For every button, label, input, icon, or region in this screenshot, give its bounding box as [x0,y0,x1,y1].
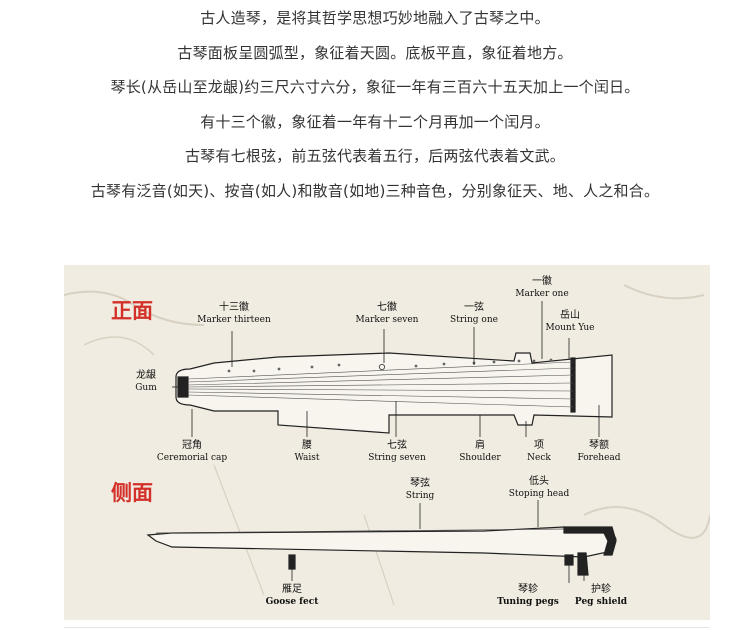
intro-line-6: 古琴有泛音(如天)、按音(如人)和散音(如地)三种音色，分别象征天、地、人之和合… [90,182,660,200]
guqin-diagram [64,284,710,606]
gum-end [177,376,189,398]
front-markers [227,358,553,373]
peg-shield [577,552,589,576]
guqin-side-body [146,526,617,558]
guqin-side-view [146,526,617,576]
label-string-seven: 七弦 String seven [368,440,426,463]
label-marker-thirteen: 十三徽 Marker thirteen [197,302,271,325]
side-string [155,528,565,534]
intro-line-1: 古人造琴，是将其哲学思想巧妙地融入了古琴之中。 [200,9,550,27]
background-painting [64,284,710,606]
label-peg-shield: 护轸 Peg shield [574,584,628,607]
label-string-one: 一弦 String one [450,302,498,325]
front-strings [187,361,574,408]
intro-line-3: 琴长(从岳山至龙龈)约三尺六寸六分，象征一年有三百六十五天加上一个闰日。 [110,78,640,96]
label-tuning-pegs: 琴轸 Tuning pegs [497,584,559,607]
label-neck: 项 Neck [527,440,551,463]
label-gum: 龙龈 Gum [135,370,157,393]
side-leader-lines [291,500,585,583]
front-view-title: 正面 [111,299,153,323]
stoping-head [563,526,617,556]
label-goose-feet: 雁足 Goose fect [265,584,319,607]
guqin-diagram-panel: 正面 侧面 十三徽 Marker thirteen 七徽 Marker seve… [64,265,710,620]
label-marker-seven: 七徽 Marker seven [355,302,419,325]
label-stoping-head: 低头 Stoping head [508,476,570,499]
label-shoulder: 肩 Shoulder [459,440,501,463]
label-string: 琴弦 String [405,478,435,501]
intro-line-2: 古琴面板呈圆弧型，象征着天圆。底板平直，象征着地方。 [177,44,573,62]
label-forehead: 琴额 Forehead [577,440,621,463]
label-ceremorial-cap: 冠角 Ceremorial cap [156,440,228,463]
bottom-divider [64,627,710,628]
label-mount-yue: 岳山 Mount Yue [545,310,595,333]
label-waist: 腰 Waist [294,440,320,463]
guqin-front-view [175,352,613,434]
label-marker-one: 一徽 Marker one [515,276,569,299]
goose-feet [288,554,296,570]
side-view-title: 侧面 [111,481,153,505]
intro-line-4: 有十三个徽，象征着一年有十二个月再加一个闰月。 [200,113,550,131]
mount-yue-bridge [570,357,576,413]
tuning-peg [564,554,574,566]
intro-line-5: 古琴有七根弦，前五弦代表着五行，后两弦代表着文武。 [184,147,565,165]
guqin-front-body [175,352,613,434]
front-leader-lines [172,301,600,437]
